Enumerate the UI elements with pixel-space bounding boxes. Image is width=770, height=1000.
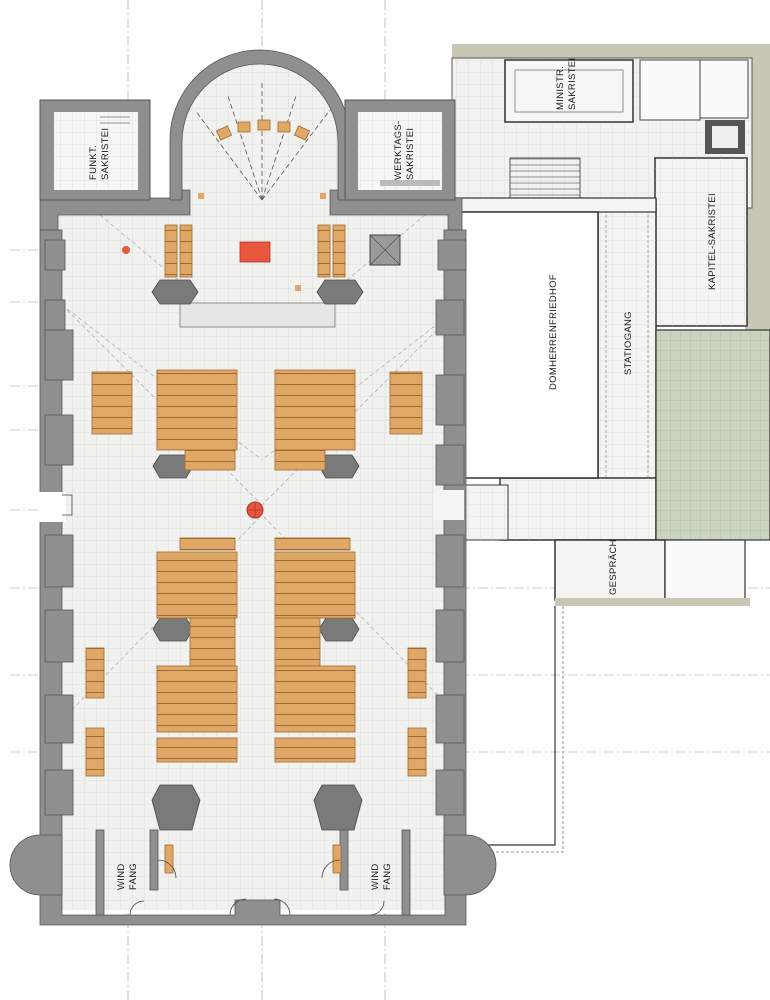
pew-block [179,537,236,551]
label-werktags-sakristei-1: WERKTAGS- [393,120,404,180]
east-wing [437,44,770,880]
room-labels: FUNKT. SAKRISTEI WERKTAGS- SAKRISTEI MIN… [88,58,718,890]
pew-block [274,369,356,451]
pew-block [407,647,427,699]
label-gespraech: GESPRÄCH [608,539,619,595]
pew-block [274,551,356,619]
pew-block [407,727,427,777]
pew-block [274,617,321,667]
pew-block [274,737,356,763]
label-funkt-sakristei-1: FUNKT. [88,145,99,180]
label-statiogang: STATIOGANG [623,311,634,375]
pew-block [85,727,105,777]
pew-block [156,369,238,451]
pew-block [85,647,105,699]
label-windfang-right-2: FANG [382,863,393,890]
label-funkt-sakristei-2: SAKRISTEI [100,128,111,180]
apse-lines [194,80,331,201]
pillars [151,279,364,831]
nave [58,58,463,910]
choir-stall [332,224,346,278]
pew-block [156,551,238,619]
pew-block [274,665,356,733]
pew-block [189,617,236,667]
pew-block [156,665,238,733]
label-domherrenfriedhof: DOMHERRENFRIEDHOF [548,274,559,390]
doors [62,494,385,916]
altar [239,241,271,263]
label-windfang-left-1: WIND [116,863,127,890]
pews [85,119,427,874]
pew-block [274,449,326,471]
pew-block [389,371,423,435]
ambo [122,246,130,254]
choir-stall [164,224,178,278]
pew-block [91,371,133,435]
label-kapitel-sakristei: KAPITEL-SAKRISTEI [707,193,718,290]
label-windfang-left-2: FANG [128,863,139,890]
label-werktags-sakristei-2: SAKRISTEI [405,128,416,180]
pew-block [274,537,351,551]
annexes [39,99,456,201]
pew-block [184,449,236,471]
label-windfang-right-1: WIND [370,863,381,890]
label-ministr-sakristei-2: SAKRISTEI [567,58,578,110]
liturgical-features [122,193,401,519]
pew-block [156,737,238,763]
choir-stall [179,224,193,278]
label-ministr-sakristei-1: MINISTR. [555,66,566,110]
walls [9,49,497,926]
choir-stall [317,224,331,278]
